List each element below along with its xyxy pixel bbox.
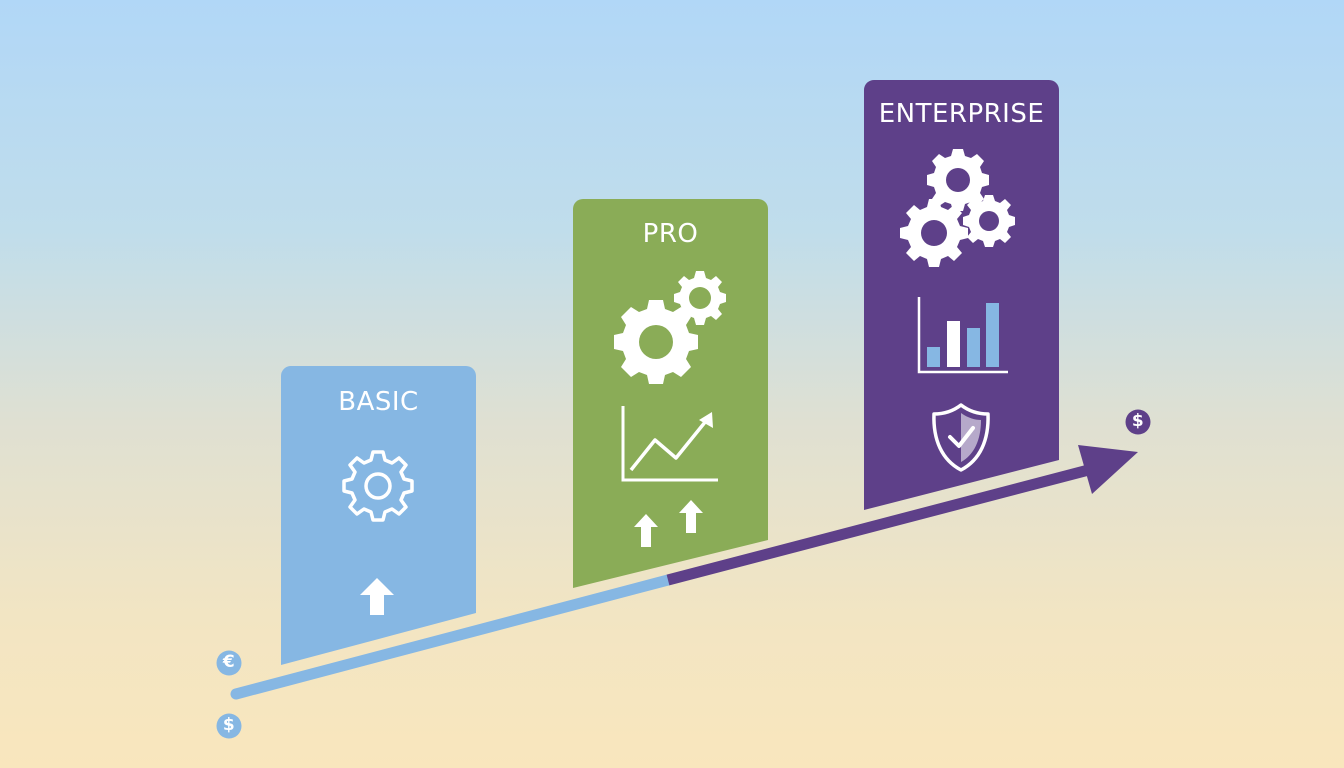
three-gears-icon [900, 149, 1015, 267]
line-chart-up-icon [621, 406, 718, 482]
gears-icon [614, 271, 726, 384]
dollar-badge-end-icon [1125, 409, 1151, 435]
enterprise-card [863, 79, 1059, 511]
gear-outline-icon [342, 450, 414, 522]
growth-arrow [230, 445, 1138, 700]
euro-symbol: € [222, 652, 236, 672]
enterprise-tier-title: ENTERPRISE [878, 99, 1045, 129]
bar-chart-icon [917, 297, 1008, 374]
dollar-symbol-end: $ [1131, 411, 1145, 431]
dollar-symbol-start: $ [222, 715, 236, 735]
shield-check-icon [932, 403, 990, 472]
pro-tier-title: PRO [642, 219, 699, 249]
euro-badge-icon [216, 650, 242, 676]
pro-card [573, 199, 768, 588]
double-arrow-up-icon [634, 500, 703, 547]
arrow-head-icon [1078, 445, 1138, 494]
basic-card [280, 366, 476, 665]
dollar-badge-start-icon [216, 713, 242, 739]
basic-tier-title: BASIC [338, 387, 419, 417]
arrow-up-icon [360, 578, 394, 615]
